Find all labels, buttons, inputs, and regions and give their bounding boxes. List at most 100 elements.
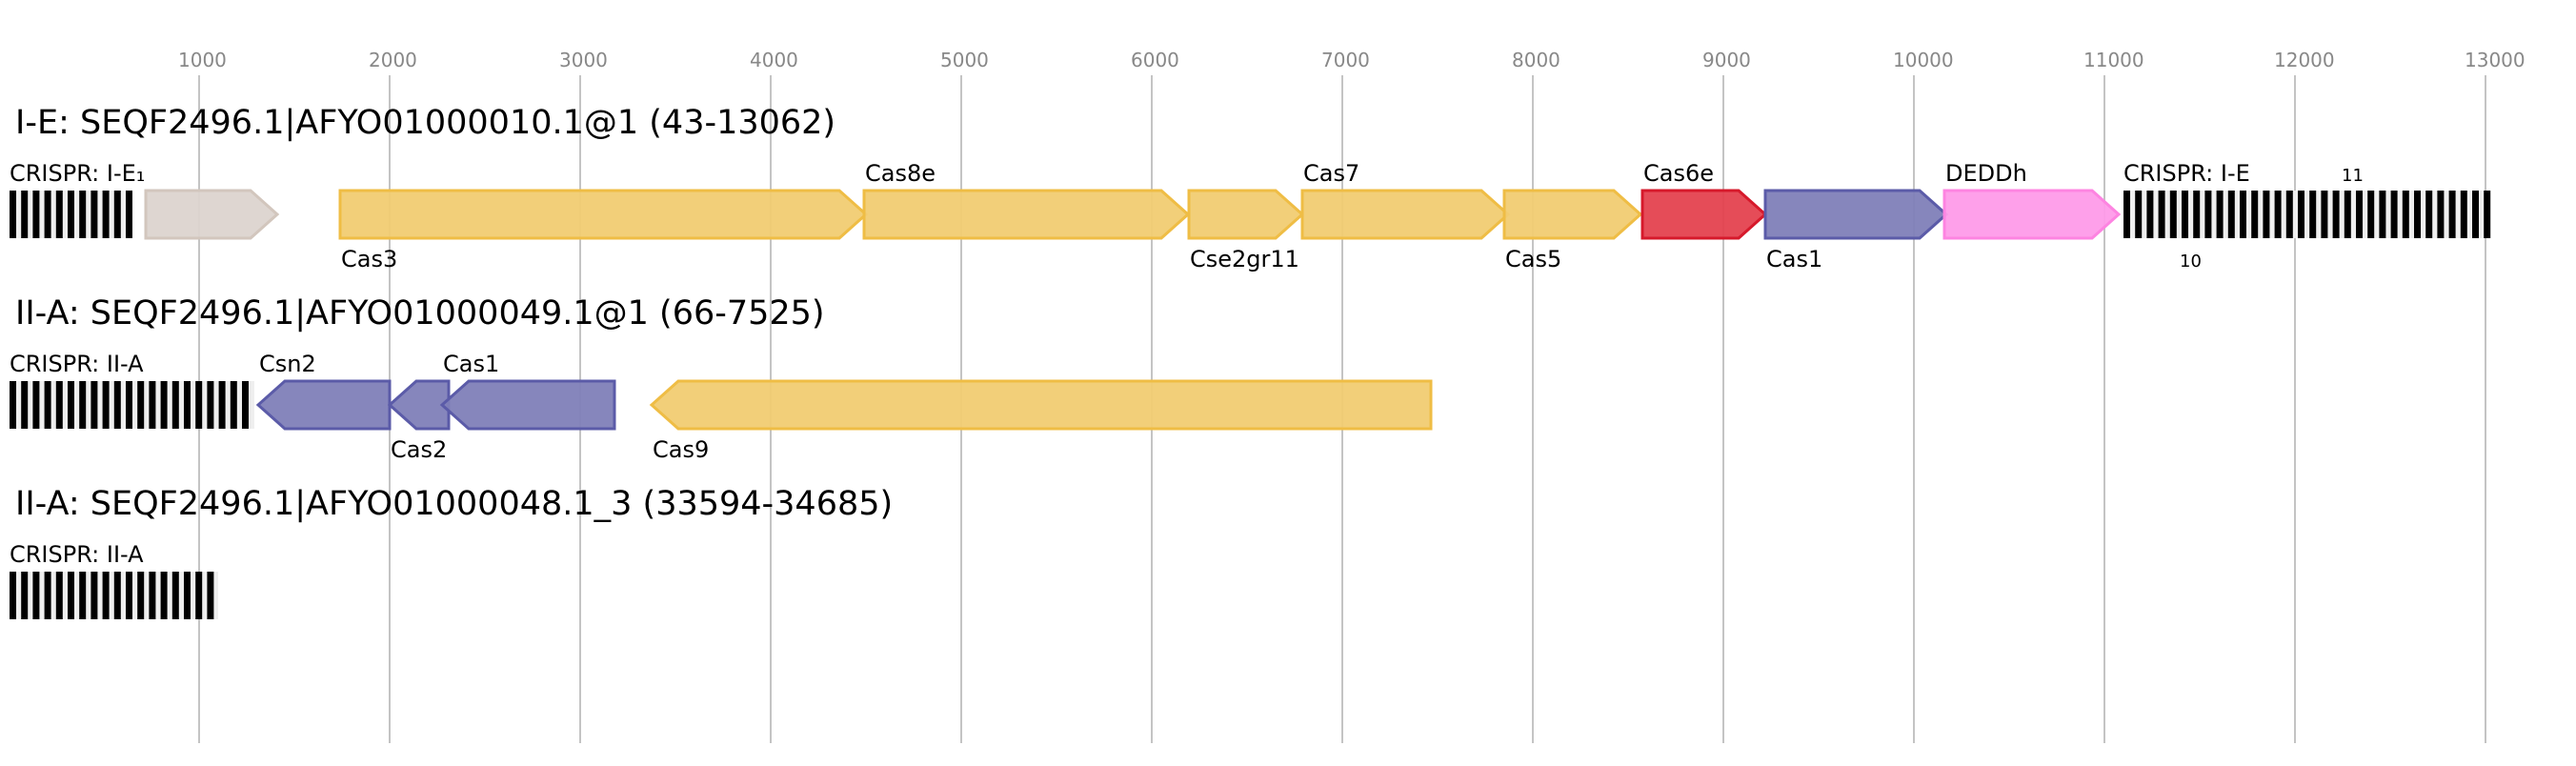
crispr-repeat [10, 572, 16, 619]
crispr-repeat [126, 572, 132, 619]
gene-cas7-arrow[interactable] [1300, 189, 1511, 240]
crispr-repeat [32, 191, 40, 238]
crispr-repeat [55, 572, 63, 619]
gene-label-cas8e: Cas8e [865, 160, 936, 187]
gene-cas5-arrow[interactable] [1502, 189, 1643, 240]
crispr-repeat [79, 191, 87, 238]
crispr-repeat [184, 572, 191, 619]
crispr-repeat [21, 572, 29, 619]
crispr-repeat [2367, 191, 2375, 238]
crispr-repeat [21, 191, 29, 238]
crispr-count-10: 10 [2180, 252, 2202, 272]
crispr-repeat [2425, 191, 2433, 238]
crispr-repeat [44, 381, 51, 429]
crispr-repeat [113, 191, 121, 238]
crispr-label-ie-right: CRISPR: I-E [2123, 160, 2250, 187]
gene-label-csn2: Csn2 [259, 351, 316, 377]
crispr-repeat [195, 572, 203, 619]
crispr-repeat [102, 572, 110, 619]
crispr-label-iia-2: CRISPR: II-A [10, 541, 144, 568]
crispr-repeat [2484, 191, 2491, 238]
crispr-repeat [2240, 191, 2246, 238]
gene-label-cas1: Cas1 [443, 351, 499, 377]
gene-cas3-arrow[interactable] [338, 189, 869, 240]
crispr-repeat [2204, 191, 2212, 238]
gene-label-cas1: Cas1 [1766, 246, 1822, 272]
crispr-repeat [2414, 191, 2421, 238]
crispr-repeat [2182, 191, 2188, 238]
crispr-repeat [2356, 191, 2363, 238]
gene-label-cse2gr11: Cse2gr11 [1190, 246, 1299, 272]
crispr-label-ie-left: CRISPR: I-E₁ [10, 160, 145, 187]
crispr-repeat [2169, 191, 2177, 238]
crispr-repeat [10, 381, 16, 429]
crispr-repeat [91, 191, 98, 238]
crispr-repeat [184, 381, 191, 429]
crispr-repeat [44, 572, 51, 619]
gene-cas8e-arrow[interactable] [862, 189, 1191, 240]
crispr-repeat [195, 381, 203, 429]
crispr-repeat [55, 191, 63, 238]
axis-tick-label: 7000 [1321, 49, 1370, 71]
crispr-repeat [68, 572, 74, 619]
crispr-repeat [68, 191, 74, 238]
axis-tick-label: 10000 [1893, 49, 1954, 71]
crispr-repeat [207, 381, 214, 429]
crispr-repeat [2344, 191, 2351, 238]
crispr-repeat [2251, 191, 2259, 238]
gene-cas6e-arrow[interactable] [1640, 189, 1768, 240]
crispr-repeat [2216, 191, 2224, 238]
row-3-title: II-A: SEQF2496.1|AFYO01000048.1_3 (33594… [15, 485, 893, 523]
crispr-repeat [44, 191, 51, 238]
crispr-repeat [2285, 191, 2293, 238]
gene-unknown-arrow[interactable] [144, 189, 280, 240]
axis-tick-label: 2000 [369, 49, 417, 71]
axis-tick-label: 12000 [2274, 49, 2335, 71]
crispr-repeat [32, 381, 40, 429]
gene-cas1-arrow[interactable] [439, 379, 616, 431]
row-2-title: II-A: SEQF2496.1|AFYO01000049.1@1 (66-75… [15, 294, 825, 333]
crispr-repeat [2193, 191, 2201, 238]
crispr-repeat [91, 381, 98, 429]
crispr-repeat [102, 381, 110, 429]
crispr-label-iia: CRISPR: II-A [10, 351, 144, 377]
gene-label-deddh: DEDDh [1945, 160, 2027, 187]
crispr-repeat [102, 191, 110, 238]
crispr-repeat [149, 381, 156, 429]
crispr-repeat [2298, 191, 2304, 238]
gene-deddh-arrow[interactable] [1942, 189, 2122, 240]
crispr-repeat [21, 381, 29, 429]
crispr-repeat [79, 572, 87, 619]
crispr-repeat [2274, 191, 2282, 238]
gene-cas9-arrow[interactable] [649, 379, 1433, 431]
crispr-array-iia [10, 381, 254, 429]
gene-cas2-arrow[interactable] [387, 379, 451, 431]
row-1-title: I-E: SEQF2496.1|AFYO01000010.1@1 (43-130… [15, 104, 835, 142]
crispr-repeat [2309, 191, 2317, 238]
crispr-repeat [230, 381, 237, 429]
crispr-repeat [2460, 191, 2467, 238]
crispr-repeat [79, 381, 87, 429]
axis-tick-label: 13000 [2465, 49, 2526, 71]
crispr-repeat [2158, 191, 2165, 238]
gene-cse2gr11-arrow[interactable] [1187, 189, 1305, 240]
crispr-repeat [2135, 191, 2143, 238]
crispr-repeat [218, 381, 226, 429]
axis-tick-label: 9000 [1702, 49, 1751, 71]
crispr-array-ie-left [10, 191, 132, 238]
crispr-repeat [2227, 191, 2235, 238]
crispr-repeat [68, 381, 74, 429]
crispr-array-ie-right [2123, 191, 2491, 238]
gene-cas1-arrow[interactable] [1763, 189, 1949, 240]
crispr-repeat [149, 572, 156, 619]
gene-label-cas6e: Cas6e [1643, 160, 1714, 187]
gene-csn2-arrow[interactable] [255, 379, 392, 431]
crispr-repeat [137, 381, 145, 429]
axis-tick-label: 6000 [1131, 49, 1179, 71]
crispr-repeat [10, 191, 16, 238]
crispr-repeat [2379, 191, 2386, 238]
crispr-repeat [171, 572, 179, 619]
crispr-repeat [207, 572, 214, 619]
crispr-repeat [126, 191, 132, 238]
